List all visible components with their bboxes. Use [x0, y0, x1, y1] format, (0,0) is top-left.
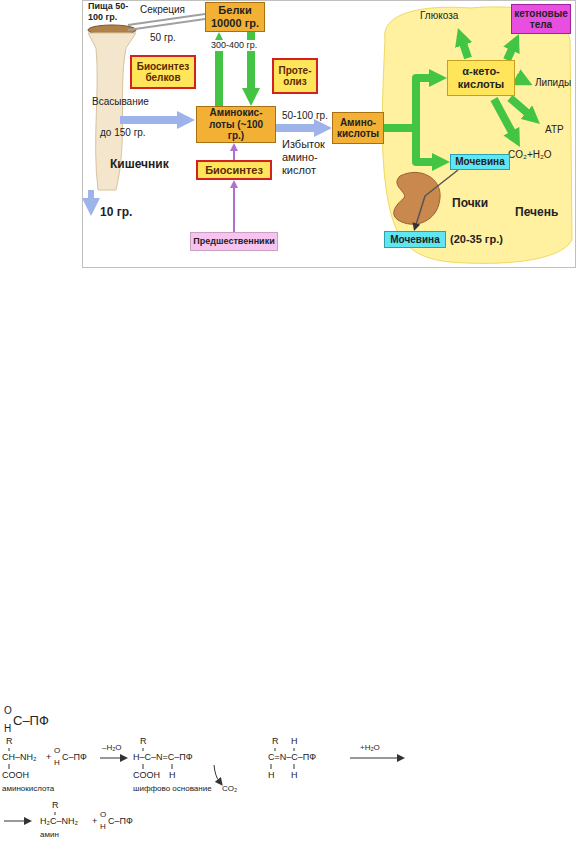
- urea-box: Мочевина: [450, 154, 510, 170]
- text-label: шиффово основание: [133, 784, 212, 794]
- text-label: CH–NH₂: [2, 752, 37, 763]
- text-label: C–ПФ: [108, 816, 133, 827]
- flow-arrow: [416, 170, 458, 225]
- metabolic-arrow: [462, 41, 468, 58]
- node-text: кетоновые тела: [514, 8, 568, 31]
- text-label: Пища 50-100 гр.: [88, 1, 140, 23]
- absorption-arrow: [120, 116, 181, 124]
- text-label: Секреция: [140, 4, 185, 16]
- text-label: +: [46, 752, 51, 763]
- text-label: +: [92, 816, 97, 827]
- kidney: [394, 172, 440, 224]
- reaction-arrow: [350, 758, 399, 759]
- metabolic-arrow: [516, 77, 520, 79]
- text-label: H: [268, 770, 275, 781]
- text-label: Печень: [515, 205, 558, 219]
- text-label: амин: [40, 830, 59, 840]
- decarboxylation-arrow: [214, 765, 219, 781]
- text-label: 50 гр.: [150, 32, 176, 44]
- liver: [382, 7, 572, 263]
- flow-arrow: [276, 124, 318, 132]
- node-text: Белки 10000 гр.: [209, 4, 261, 29]
- process-box: Проте- олиз: [272, 58, 318, 94]
- text-label: C–ПФ: [13, 713, 49, 729]
- flow-arrow: [215, 46, 223, 106]
- text-label: CO₂+H₂O: [508, 149, 552, 161]
- text-label: H: [4, 723, 11, 735]
- secretion-line: [128, 19, 205, 30]
- protein-box: Белки 10000 гр.: [205, 2, 265, 32]
- reaction-arrow: [100, 758, 122, 759]
- text-label: 300-400 гр.: [210, 40, 258, 51]
- text-label: H: [291, 770, 298, 781]
- text-label: R: [140, 736, 147, 747]
- node-text: Аминокис- лоты (~100 гр.): [200, 107, 272, 142]
- excretion-arrow: [88, 190, 94, 202]
- text-label: O: [100, 810, 106, 820]
- flow-arrow: [384, 128, 436, 162]
- node-text: Биосинтез: [205, 164, 263, 177]
- text-label: H–C–N=C–ПФ: [133, 752, 193, 763]
- node-text: Мочевина: [455, 156, 504, 168]
- text-label: R: [6, 736, 13, 747]
- text-label: Всасывание: [92, 96, 149, 108]
- text-label: R: [272, 736, 279, 747]
- text-label: CO₂: [222, 784, 237, 794]
- text-label: H: [54, 758, 60, 768]
- node-text: Мочевина: [390, 234, 439, 246]
- text-label: COOH: [133, 770, 160, 781]
- keto-acid-box: α-кето- кислоты: [447, 60, 515, 96]
- metabolic-arrow: [510, 98, 529, 115]
- node-text: Биосинтез белков: [135, 61, 191, 84]
- text-label: O: [4, 705, 12, 717]
- text-label: Почки: [452, 196, 488, 210]
- text-label: O: [54, 746, 60, 756]
- precursor-box: Предшественники: [190, 232, 278, 251]
- node-text: α-кето- кислоты: [451, 65, 511, 90]
- flow-arrow: [507, 47, 513, 60]
- process-box: Биосинтез: [196, 160, 272, 180]
- ketone-box: кетоновые тела: [511, 4, 571, 34]
- text-label: H: [291, 736, 298, 747]
- reaction-arrow: [4, 821, 26, 822]
- text-label: Избыток амино- кислот: [282, 138, 332, 178]
- amino-acid-box: Аминокис- лоты (~100 гр.): [196, 106, 276, 143]
- text-label: Кишечник: [110, 157, 169, 171]
- metabolic-arrow: [494, 99, 513, 135]
- text-label: C–ПФ: [62, 752, 87, 763]
- process-box: Биосинтез белков: [130, 55, 196, 89]
- text-label: (20-35 гр.): [450, 233, 503, 246]
- flow-arrow: [384, 78, 433, 128]
- text-label: R: [52, 800, 59, 811]
- text-label: Глюкоза: [420, 10, 458, 22]
- text-label: COOH: [2, 770, 29, 781]
- text-label: 10 гр.: [100, 205, 132, 219]
- node-text: Предшественники: [193, 236, 274, 246]
- text-label: ATP: [545, 124, 564, 136]
- urea-box: Мочевина: [384, 231, 446, 248]
- text-label: +H₂O: [360, 743, 380, 753]
- node-text: Амино- кислоты: [336, 117, 380, 140]
- secretion-line: [128, 14, 205, 25]
- text-label: C=N–C–ПФ: [268, 752, 316, 763]
- text-label: 50-100 гр.: [282, 110, 328, 122]
- text-label: H: [100, 822, 106, 832]
- amino-acid-box: Амино- кислоты: [332, 112, 384, 144]
- text-label: Липиды: [535, 77, 571, 89]
- text-label: –H₂O: [102, 743, 122, 753]
- chem-bonds: [9, 748, 294, 815]
- flow-arrow: [233, 149, 235, 160]
- text-label: H₂C–NH₂: [40, 816, 78, 827]
- flow-arrow: [233, 186, 235, 232]
- text-label: до 150 гр.: [100, 127, 146, 139]
- frame: [83, 1, 576, 268]
- text-label: аминокислота: [2, 784, 54, 794]
- text-label: H: [169, 770, 176, 781]
- node-text: Проте- олиз: [277, 65, 313, 88]
